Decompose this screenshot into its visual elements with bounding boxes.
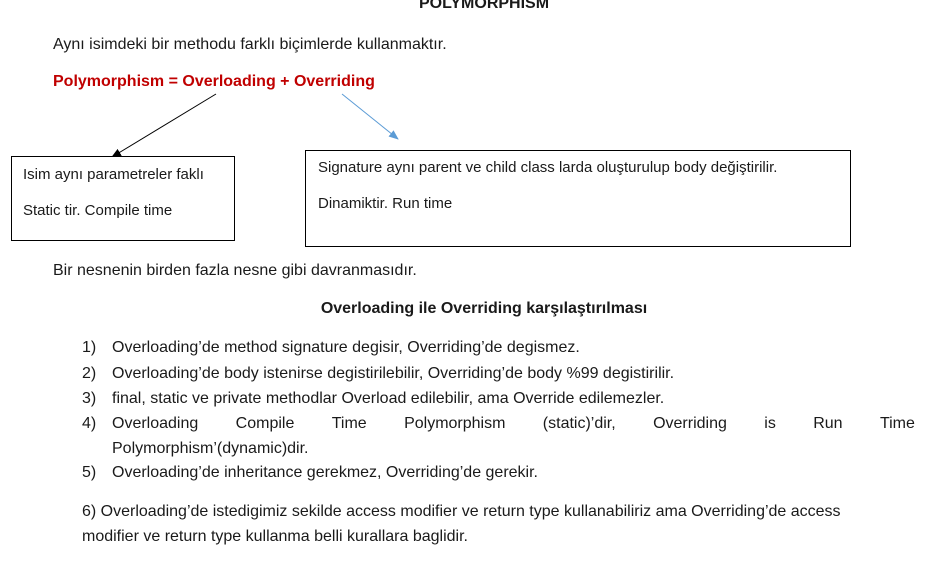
word: is bbox=[764, 415, 776, 432]
list-item-text-justified: Overloading Compile Time Polymorphism (s… bbox=[112, 415, 915, 433]
overriding-box: Signature aynı parent ve child class lar… bbox=[305, 150, 851, 247]
arrow-to-overloading bbox=[111, 93, 217, 158]
list-item-text: Overloading’de body istenirse degistiril… bbox=[112, 365, 675, 382]
page-title: POLYMORPHISM bbox=[418, 0, 550, 12]
list-item-number: 4) bbox=[82, 415, 97, 432]
list-item-text: Overloading’de inheritance gerekmez, Ove… bbox=[112, 464, 538, 481]
list-item-number: 5) bbox=[82, 464, 97, 481]
definition-text: Bir nesnenin birden fazla nesne gibi dav… bbox=[53, 262, 417, 279]
overloading-box-line1: Isim aynı parametreler faklı bbox=[23, 166, 204, 183]
comparison-title: Overloading ile Overriding karşılaştırıl… bbox=[320, 300, 648, 317]
list-item-number: 2) bbox=[82, 365, 97, 382]
overriding-box-line1: Signature aynı parent ve child class lar… bbox=[318, 159, 778, 176]
overloading-box: Isim aynı parametreler faklı Static tir.… bbox=[11, 156, 235, 241]
word: Polymorphism bbox=[404, 415, 506, 432]
formula-text: Polymorphism = Overloading + Overriding bbox=[53, 73, 375, 90]
list-item-text: Overloading’de method signature degisir,… bbox=[112, 339, 580, 356]
word: Overloading bbox=[112, 415, 199, 432]
list-item-text: final, static ve private methodlar Overl… bbox=[112, 390, 665, 407]
list-item-continuation: Polymorphism’(dynamic)dir. bbox=[112, 440, 309, 457]
word: Run bbox=[813, 415, 843, 432]
word: Overriding bbox=[653, 415, 727, 432]
word: Time bbox=[331, 415, 367, 432]
overriding-box-line2: Dinamiktir. Run time bbox=[318, 195, 453, 212]
intro-text: Aynı isimdeki bir methodu farklı biçimle… bbox=[53, 36, 447, 53]
overloading-box-line2: Static tir. Compile time bbox=[23, 202, 173, 219]
list-item-number: 1) bbox=[82, 339, 97, 356]
word: Time bbox=[879, 415, 915, 432]
word: (static)’dir, bbox=[542, 415, 616, 432]
paragraph-6-line1: 6) Overloading’de istedigimiz sekilde ac… bbox=[82, 503, 841, 520]
word: Compile bbox=[235, 415, 295, 432]
paragraph-6-line2: modifier ve return type kullanma belli k… bbox=[82, 528, 468, 545]
list-item-number: 3) bbox=[82, 390, 97, 407]
arrow-to-overriding bbox=[341, 93, 399, 140]
